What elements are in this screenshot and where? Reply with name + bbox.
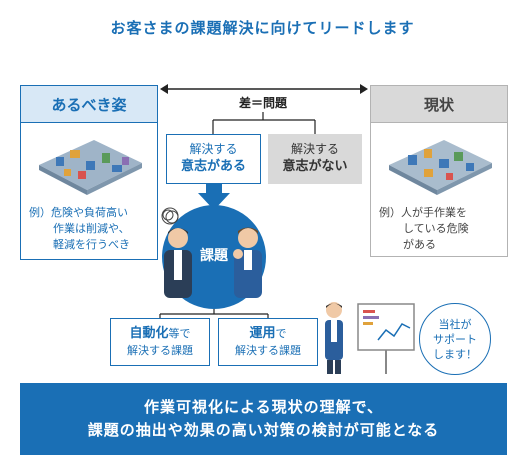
current-text-line: している危険 — [403, 222, 469, 235]
current-heading: 現状 — [370, 85, 508, 123]
automation-solution-box: 自動化等で 解決する課題 — [110, 318, 210, 366]
current-panel: 例）人が手作業を している危険 がある — [370, 122, 508, 257]
issue-label: 課題 — [200, 248, 228, 264]
ops-small: で — [275, 327, 287, 340]
support-bubble: 当社が サポート します！ — [419, 303, 491, 375]
auto-line2: 解決する課題 — [127, 344, 193, 357]
will-box-line1: 解決する — [189, 142, 238, 156]
double-arrow-icon — [160, 84, 368, 94]
current-text-line: 例）人が手作業を — [379, 206, 467, 219]
worker-illustration — [161, 207, 262, 298]
ops-line2: 解決する課題 — [235, 344, 301, 357]
factory-illustration — [39, 140, 142, 195]
ideal-text-line: 例）危険や負荷高い — [29, 206, 128, 219]
conclusion-banner: 作業可視化による現状の理解で、 課題の抽出や効果の高い対策の検討が可能となる — [20, 383, 507, 455]
gap-label: 差＝問題 — [238, 96, 287, 110]
page-title: お客さまの課題解決に向けてリードします — [110, 19, 415, 37]
support-line2: サポート — [433, 333, 477, 346]
auto-small: 等で — [168, 327, 191, 340]
no-will-to-solve-box: 解決する 意志がない — [268, 134, 362, 184]
will-box-line2: 意志がある — [180, 159, 246, 174]
ideal-panel: 例）危険や負荷高い 作業は削減や、 軽減を行うべき — [20, 122, 158, 260]
ops-big: 運用 — [249, 326, 276, 341]
nowill-box-line2: 意志がない — [282, 159, 348, 174]
current-text-line: がある — [403, 238, 436, 251]
ideal-heading: あるべき姿 — [20, 85, 158, 123]
auto-big: 自動化 — [129, 326, 169, 341]
operation-solution-box: 運用で 解決する課題 — [218, 318, 318, 366]
thinking-scribble-icon — [161, 207, 179, 225]
will-to-solve-box: 解決する 意志がある — [166, 134, 261, 184]
banner-line1: 作業可視化による現状の理解で、 — [144, 398, 383, 416]
banner-line2: 課題の抽出や効果の高い対策の検討が可能となる — [87, 421, 440, 439]
support-line1: 当社が — [438, 318, 472, 331]
nowill-box-line1: 解決する — [290, 142, 339, 156]
ideal-text-line: 軽減を行うべき — [53, 238, 130, 251]
factory-illustration — [389, 140, 492, 195]
down-arrow-icon — [198, 184, 230, 210]
chart-board-icon — [357, 303, 415, 374]
support-line3: します！ — [433, 348, 477, 361]
presenter-illustration — [325, 302, 415, 374]
ideal-text-line: 作業は削減や、 — [53, 222, 130, 235]
